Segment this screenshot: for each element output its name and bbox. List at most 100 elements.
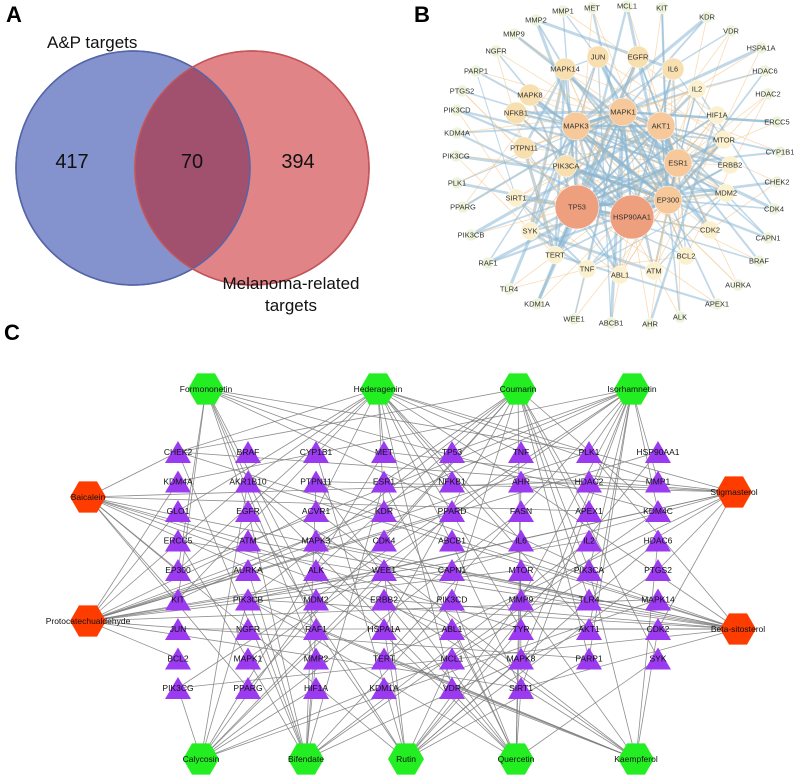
target-triangle (303, 441, 329, 463)
compound-node-kaempferol: Kaempferol (614, 743, 658, 775)
ppi-node-label: NGFR (485, 47, 507, 56)
target-label: MAPK3 (302, 536, 331, 546)
ppi-node-label: MDM2 (715, 189, 737, 198)
target-node-pik3cg: PIK3CG (162, 677, 194, 699)
target-node-akr1b10: AKR1B10 (229, 470, 267, 493)
ppi-node-label: MTOR (713, 136, 736, 145)
network-edge (247, 510, 407, 760)
ppi-node-ahr: AHR (642, 317, 658, 331)
ppi-node-circle (530, 297, 544, 311)
target-label: PTGS2 (644, 565, 672, 575)
ppi-node-label: VDR (723, 27, 739, 36)
target-triangle (645, 588, 671, 611)
target-node-kdr: KDR (371, 500, 397, 522)
target-label: ACVR1 (302, 506, 331, 516)
target-triangle (165, 559, 191, 581)
target-triangle (508, 559, 534, 581)
network-edge (515, 658, 659, 760)
target-triangle (371, 588, 397, 611)
target-node-mapk3: MAPK3 (302, 529, 331, 552)
network-edge (205, 388, 317, 659)
network-edge (87, 496, 590, 512)
network-edge (383, 388, 519, 541)
target-triangle (645, 529, 671, 552)
target-node-sirt1: SIRT1 (508, 677, 534, 699)
target-triangle (303, 677, 329, 699)
ppi-node-tnf: TNF (577, 259, 597, 279)
compound-hexagon (70, 481, 106, 513)
network-edge (200, 569, 385, 760)
target-triangle (235, 470, 261, 493)
ppi-edge (456, 111, 624, 184)
ppi-edge (535, 18, 674, 71)
target-node-mdm2: MDM2 (303, 588, 329, 611)
target-label: PIK3CB (233, 595, 264, 605)
ppi-node-mmp2: MMP2 (525, 13, 547, 27)
ppi-node-circle (770, 115, 784, 129)
compound-hexagon (360, 373, 396, 405)
target-label: JUN (170, 624, 187, 634)
ppi-edge (508, 268, 588, 290)
ppi-node-mapk1: MAPK1 (608, 97, 638, 127)
ppi-edge (455, 154, 727, 195)
ppi-node-circle (707, 105, 727, 125)
ppi-edge (475, 70, 624, 113)
network-edge (383, 481, 517, 760)
ppi-node-raf1: RAF1 (478, 256, 498, 270)
target-label: SYK (649, 654, 666, 664)
target-node-esr1: ESR1 (371, 470, 397, 493)
target-node-nfkb1: NFKB1 (438, 470, 466, 493)
ppi-node-circle (643, 317, 657, 331)
ppi-node-label: ESR1 (668, 159, 688, 168)
ppi-node-circle (687, 79, 707, 99)
target-label: EP300 (165, 565, 191, 575)
target-label: PLK1 (579, 447, 600, 457)
network-edge (383, 491, 735, 571)
ppi-node-hdac6: HDAC6 (752, 64, 778, 78)
network-edge (200, 687, 317, 760)
ppi-node-label: WEE1 (563, 315, 584, 324)
target-label: PTPN11 (300, 477, 332, 487)
target-triangle (645, 500, 671, 522)
target-node-ptpn11: PTPN11 (300, 470, 332, 493)
network-edge (177, 388, 207, 600)
panel-letter-c: C (4, 320, 20, 345)
ppi-node-circle (520, 221, 540, 241)
ppi-node-circle (554, 184, 600, 230)
network-edge (315, 510, 637, 760)
network-edge (247, 481, 637, 760)
ppi-node-circle (700, 220, 720, 240)
compound-hexagon (388, 743, 424, 775)
network-edge (451, 599, 517, 760)
network-edge (177, 388, 379, 600)
ppi-node-label: ABCB1 (599, 319, 624, 328)
ppi-node-cyp1b1: CYP1B1 (766, 145, 794, 159)
ppi-node-circle (545, 245, 565, 265)
network-edge (177, 388, 633, 482)
network-edge (517, 388, 659, 659)
target-node-chek2: CHEK2 (164, 441, 192, 463)
network-edge (657, 491, 735, 630)
ppi-node-label: KDM4A (444, 129, 470, 138)
ppi-node-circle (561, 111, 591, 141)
target-triangle (303, 470, 329, 493)
network-edge (520, 388, 633, 659)
target-node-capn1: CAPN1 (438, 559, 466, 581)
ppi-node-abl1: ABL1 (610, 265, 630, 285)
ppi-edge (562, 10, 578, 208)
target-triangle (371, 500, 397, 522)
network-edge (520, 599, 739, 630)
target-node-kdm1a: KDM1A (369, 677, 399, 699)
target-node-mmp2: MMP2 (303, 647, 329, 670)
network-edge (383, 628, 407, 760)
target-label: AKR1B10 (229, 477, 267, 487)
ppi-edge (625, 5, 670, 201)
ppi-node-circle (502, 282, 516, 296)
network-edge (205, 388, 317, 600)
target-label: WEE1 (372, 565, 396, 575)
target-node-mtor: MTOR (508, 559, 534, 581)
ppi-edge (667, 199, 681, 318)
ppi-node-mapk3: MAPK3 (561, 111, 591, 141)
ppi-edge (696, 70, 766, 90)
network-edge (200, 510, 522, 760)
